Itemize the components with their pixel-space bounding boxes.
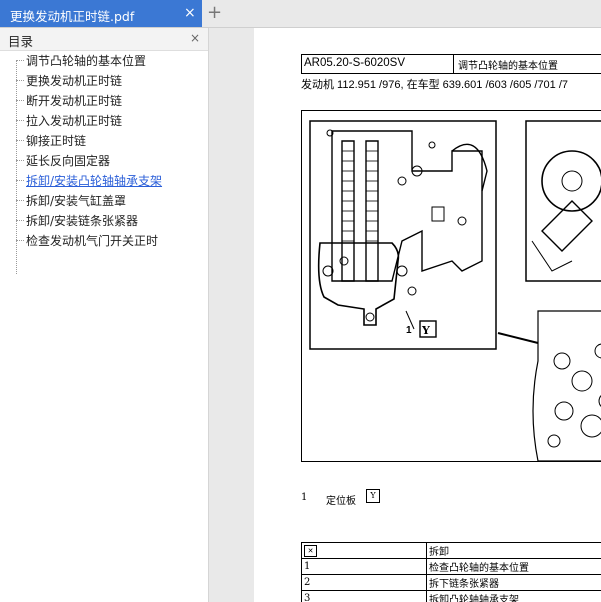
table-cell: 1 [301,558,427,575]
tab-title: 更换发动机正时链.pdf [10,9,135,24]
engine-diagram: Y 1 [301,110,601,462]
outline-sidebar: 目录 × 调节凸轮轴的基本位置 更换发动机正时链 断开发动机正时链 拉入发动机正… [0,28,209,602]
sidebar-title: 目录 [8,34,34,49]
table-row: 2 拆下链条张紧器 [301,574,601,591]
table-cell: ✕ [301,542,427,559]
document-tab[interactable]: 更换发动机正时链.pdf × [0,0,202,27]
svg-text:Y: Y [421,324,430,337]
table-cell: 拆卸凸轮轴轴承支架 [426,590,601,602]
toc-item[interactable]: 拆卸/安装链条张紧器 [26,214,139,228]
new-tab-icon[interactable]: + [207,2,223,23]
toc-tick [16,160,24,161]
caption-text: 定位板 [326,496,356,507]
engine-line: 发动机 112.951 /976, 在车型 639.601 /603 /605 … [301,79,569,91]
header-divider [453,55,454,73]
document-viewer[interactable]: AR05.20-S-6020SV 调节凸轮轴的基本位置 发动机 112.951 … [209,28,601,602]
toc-item[interactable]: 拉入发动机正时链 [26,114,123,128]
toc-tick [16,80,24,81]
toc-tick [16,140,24,141]
toc-tick [16,100,24,101]
table-cell: 2 [301,574,427,591]
header-table: AR05.20-S-6020SV 调节凸轮轴的基本位置 [301,54,601,74]
sidebar-header: 目录 × [0,28,208,51]
table-cell: 拆卸 [426,542,601,559]
table-row: 3 拆卸凸轮轴轴承支架 [301,590,601,602]
toc-item[interactable]: 延长反向固定器 [26,154,111,168]
toc-item[interactable]: 断开发动机正时链 [26,94,123,108]
toc-item[interactable]: 更换发动机正时链 [26,74,123,88]
document-code: AR05.20-S-6020SV [304,57,406,69]
toc-tick [16,240,24,241]
toc-tick [16,120,24,121]
toc-tree-line [16,60,17,274]
toc-tick [16,60,24,61]
tab-close-icon[interactable]: × [184,5,196,21]
toc-item[interactable]: 调节凸轮轴的基本位置 [26,54,147,68]
steps-table: ✕ 拆卸 1 检查凸轮轴的基本位置 2 拆下链条张紧器 3 拆卸凸轮轴轴承支架 [301,542,601,602]
toc-tick [16,200,24,201]
toc-item-active[interactable]: 拆卸/安装凸轮轴轴承支架 [26,174,163,188]
toc-item[interactable]: 检查发动机气门开关正时 [26,234,159,248]
tab-bar: 更换发动机正时链.pdf × + [0,0,601,28]
table-cell: 检查凸轮轴的基本位置 [426,558,601,575]
caption-number: 1 [301,492,308,503]
figure-callout-label: 1 [406,325,412,336]
toc-item[interactable]: 拆卸/安装气缸盖罩 [26,194,127,208]
locating-plate-icon: Y [366,489,380,503]
engine-diagram-drawing: Y [309,120,601,461]
document-title: 调节凸轮轴的基本位置 [458,61,558,72]
table-cell: 3 [301,590,427,602]
toc-tick [16,180,24,181]
tool-icon: ✕ [304,544,317,557]
toc-tick [16,220,24,221]
toc-item[interactable]: 铆接正时链 [26,134,87,148]
table-row: 1 检查凸轮轴的基本位置 [301,558,601,575]
sidebar-close-icon[interactable]: × [190,31,201,45]
table-row: ✕ 拆卸 [301,542,601,559]
pdf-page: AR05.20-S-6020SV 调节凸轮轴的基本位置 发动机 112.951 … [254,28,601,602]
table-cell: 拆下链条张紧器 [426,574,601,591]
